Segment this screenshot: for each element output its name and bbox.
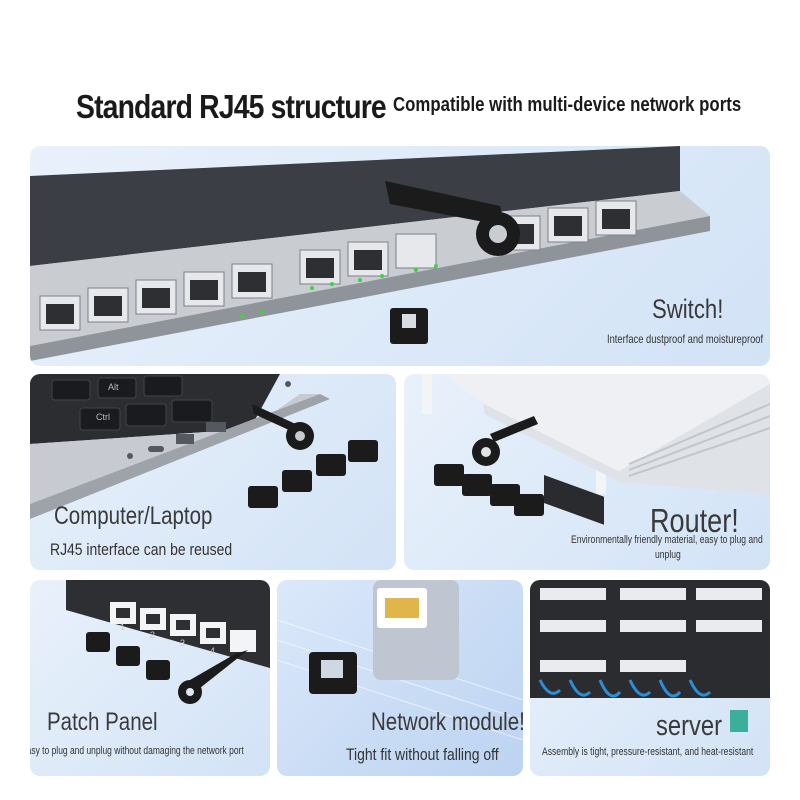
switch-panel: Switch! Interface dustproof and moisture… xyxy=(30,146,770,366)
patch-desc: Easy to plug and unplug without damaging… xyxy=(30,745,244,757)
port-number-2: 2 xyxy=(150,630,156,640)
key-ctrl: Ctrl xyxy=(96,412,110,422)
laptop-illustration xyxy=(30,374,378,519)
port-number-1: 1 xyxy=(120,622,126,632)
module-desc: Tight fit without falling off xyxy=(346,745,499,764)
switch-title: Switch! xyxy=(652,294,724,324)
server-illustration xyxy=(530,580,770,732)
patch-panel: 1 2 3 4 Patch Panel Easy to plug and unp… xyxy=(30,580,270,776)
patch-illustration xyxy=(66,580,270,704)
module-illustration xyxy=(277,580,523,741)
router-desc-line1: Environmentally friendly material, easy … xyxy=(571,534,763,546)
router-panel: Router! Environmentally friendly materia… xyxy=(404,374,770,570)
router-title: Router! xyxy=(650,502,739,539)
server-title: server xyxy=(656,710,723,742)
page-title: Standard RJ45 structure xyxy=(76,88,387,125)
key-alt: Alt xyxy=(108,382,119,392)
port-number-3: 3 xyxy=(180,638,186,648)
port-number-4: 4 xyxy=(210,646,216,656)
server-panel: server Assembly is tight, pressure-resis… xyxy=(530,580,770,776)
server-desc: Assembly is tight, pressure-resistant, a… xyxy=(542,746,754,758)
header: Standard RJ45 structure Compatible with … xyxy=(0,0,800,140)
page-subtitle: Compatible with multi-device network por… xyxy=(393,94,742,116)
switch-illustration xyxy=(30,146,710,361)
switch-desc: Interface dustproof and moistureproof xyxy=(607,332,764,346)
patch-title: Patch Panel xyxy=(47,708,158,736)
laptop-panel: Alt Ctrl Computer/Laptop RJ45 interface … xyxy=(30,374,396,570)
laptop-desc: RJ45 interface can be reused xyxy=(50,540,233,559)
module-panel: Network module! Tight fit without fallin… xyxy=(277,580,523,776)
laptop-title: Computer/Laptop xyxy=(54,502,213,530)
module-title: Network module! xyxy=(371,708,523,736)
router-illustration xyxy=(422,374,770,525)
router-desc-line2: unplug xyxy=(655,549,681,561)
